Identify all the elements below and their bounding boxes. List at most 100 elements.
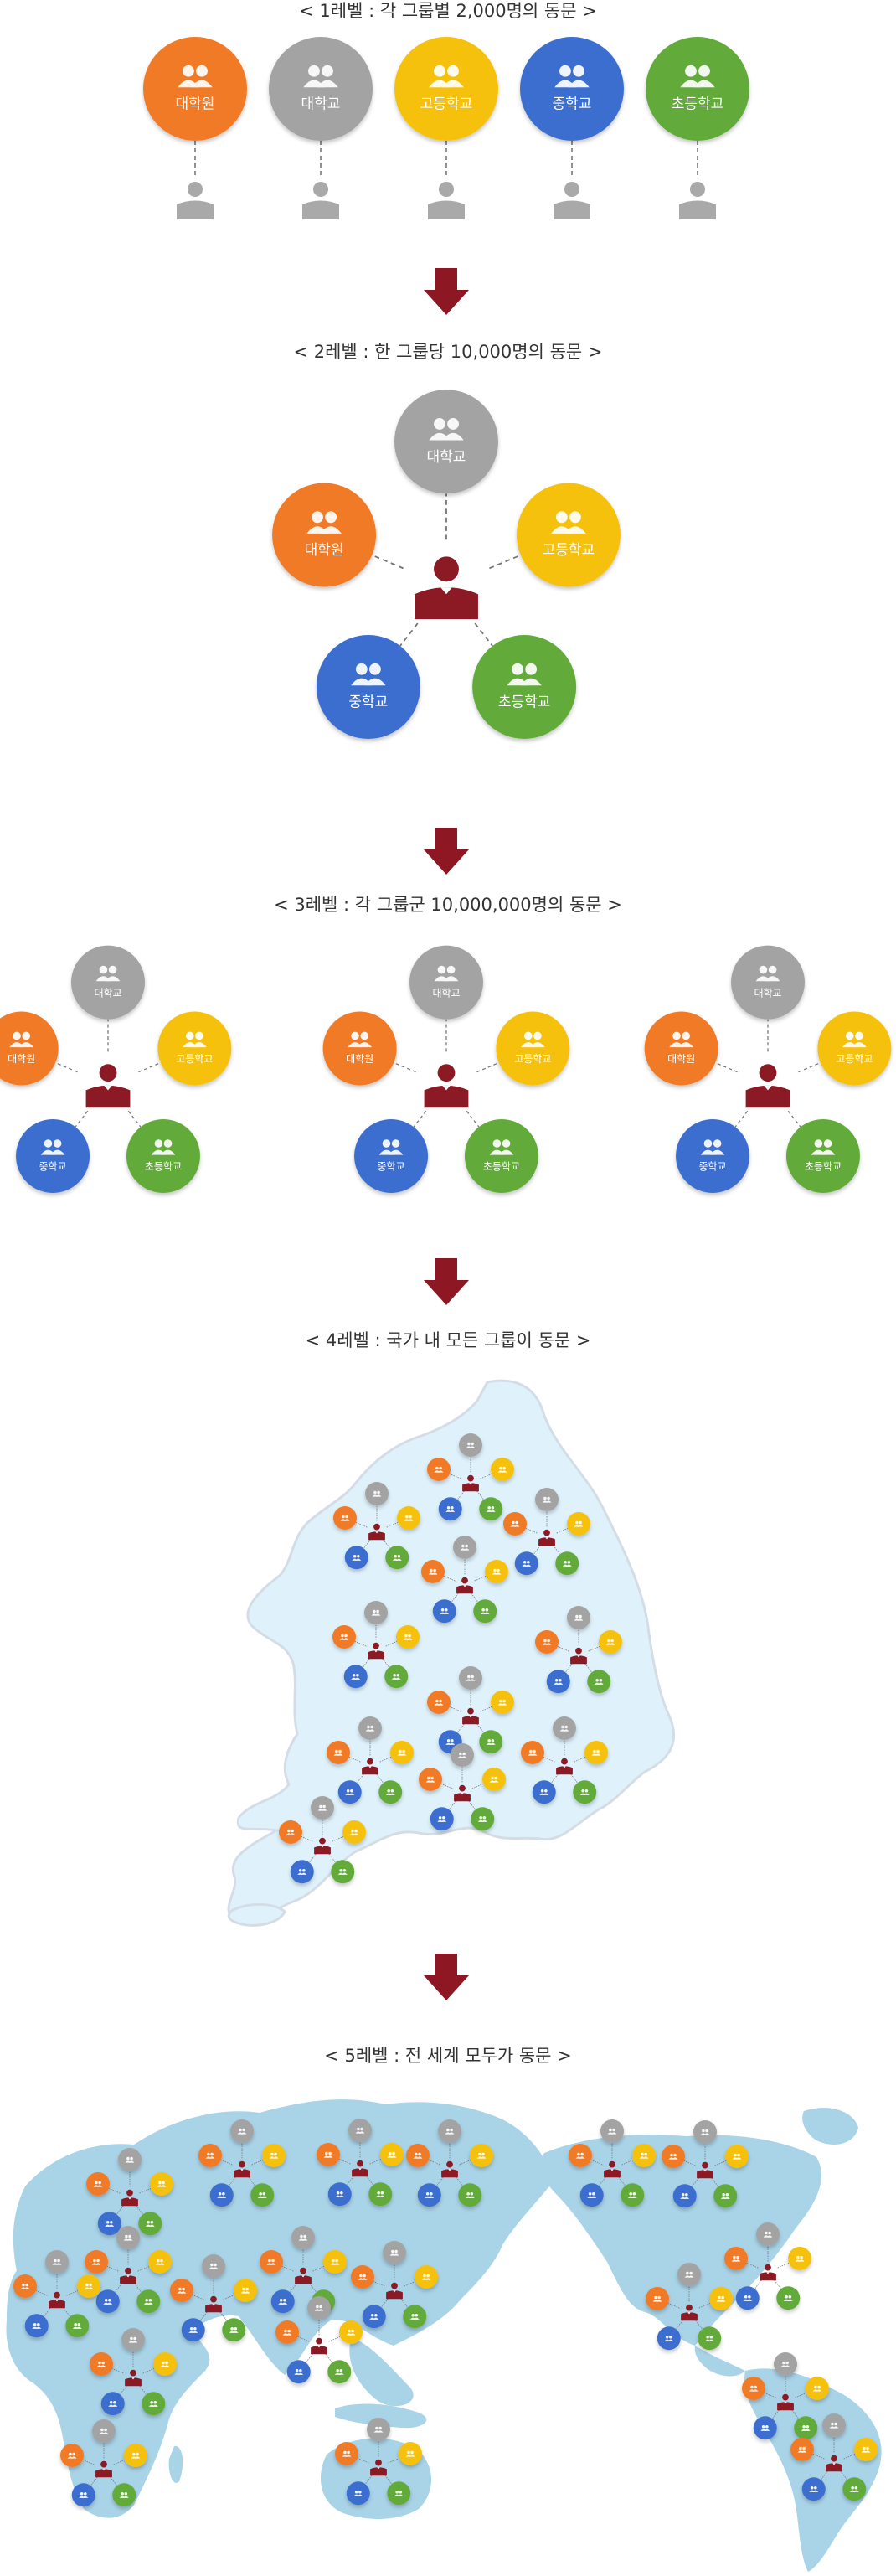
world-cluster-12 [646, 2263, 733, 2351]
world-cluster-3 [317, 2119, 404, 2207]
down-arrow-icon [424, 268, 469, 315]
people-icon [780, 2361, 790, 2367]
group-circle-elem [458, 2183, 482, 2207]
connector-line [556, 1528, 569, 1534]
connector-line [120, 2385, 127, 2395]
group-circle-univ: 대학교 [71, 945, 145, 1020]
connector-line [139, 2385, 147, 2395]
people-icon [282, 2329, 292, 2336]
people-icon [440, 1608, 450, 1614]
connector-line [75, 1110, 89, 1128]
korea-cluster-7 [427, 1666, 514, 1754]
group-circle-middle: 중학교 [316, 635, 420, 739]
people-icon [348, 1031, 373, 1048]
group-label-elem: 초등학교 [498, 694, 551, 711]
people-icon [668, 2153, 678, 2160]
connector-line [113, 2460, 126, 2465]
connector-line [476, 1061, 500, 1073]
representative-person-icon [295, 2267, 312, 2284]
people-icon [760, 2424, 770, 2431]
connector-line [588, 1646, 600, 1652]
people-icon [510, 1520, 520, 1527]
group-circle-middle [657, 2326, 681, 2351]
connector-line [251, 2160, 264, 2166]
connector-line [365, 2475, 373, 2485]
connector-line [683, 2160, 696, 2166]
group-circle-grad [327, 1741, 350, 1764]
people-icon [594, 1678, 604, 1685]
connector-line [134, 2283, 142, 2293]
people-icon [731, 2255, 741, 2262]
people-icon [40, 1139, 65, 1155]
group-circle-grad [86, 2172, 110, 2196]
connector-line [192, 2295, 204, 2300]
representative-person-icon [697, 2161, 713, 2179]
connector-line [200, 2311, 208, 2321]
group-circle-univ [202, 2254, 225, 2278]
people-icon [486, 1505, 496, 1512]
connector-line [695, 2320, 703, 2330]
connector-line [474, 1576, 487, 1582]
representative-person-icon [556, 1758, 573, 1775]
connector-line [436, 2176, 444, 2186]
people-icon [413, 2152, 423, 2159]
connector-line [110, 2476, 117, 2486]
people-icon [680, 65, 715, 88]
group-label-high: 고등학교 [176, 1053, 213, 1065]
people-icon [20, 2283, 30, 2289]
group-circle-univ [365, 1482, 389, 1505]
people-icon [445, 2128, 455, 2135]
group-circle-high [234, 2279, 257, 2302]
people-icon [286, 1829, 296, 1835]
people-icon [466, 1675, 476, 1681]
world-cluster-11 [13, 2250, 100, 2338]
people-icon [669, 1031, 694, 1048]
representative-person-icon [386, 2282, 403, 2300]
group-circle-middle [579, 2183, 604, 2207]
group-circle-elem [479, 1730, 503, 1754]
greenland [802, 2108, 858, 2145]
people-icon [349, 1829, 359, 1835]
connector-line [338, 2159, 351, 2165]
connector-line [328, 1853, 336, 1863]
connector-line [764, 2393, 776, 2398]
group-circle-univ: 대학교 [394, 390, 498, 494]
group-circle-grad [427, 1691, 451, 1714]
group-circle-grad [662, 2145, 685, 2168]
connector-line [142, 2368, 155, 2374]
people-icon [809, 2486, 819, 2492]
people-icon [489, 1776, 499, 1783]
connector-line [777, 2263, 790, 2269]
group-circle-grad [13, 2274, 37, 2298]
connector-line [111, 2368, 124, 2374]
group-circle-grad: 대학원 [143, 37, 247, 141]
connector-line [618, 2176, 626, 2186]
group-circle-grad [275, 2320, 299, 2344]
people-icon [148, 2400, 158, 2407]
world-cluster-7 [85, 2226, 172, 2314]
group-circle-high [262, 2144, 286, 2167]
group-circle-middle: 중학교 [676, 1119, 750, 1193]
people-icon [342, 2450, 352, 2457]
korea-cluster-4 [421, 1536, 508, 1624]
connector-line [297, 2336, 310, 2342]
group-circle-middle [71, 2483, 95, 2507]
people-icon [664, 2335, 674, 2341]
group-circle-high [599, 1630, 622, 1654]
group-label-middle: 중학교 [348, 694, 388, 711]
group-circle-elem [698, 2326, 722, 2351]
group-circle-middle: 중학교 [354, 1119, 429, 1193]
people-icon [489, 1139, 514, 1155]
people-icon [72, 2322, 82, 2329]
people-icon [574, 1520, 584, 1527]
connector-line [533, 1545, 541, 1555]
people-icon [639, 2152, 649, 2159]
representative-person-icon [604, 2160, 621, 2178]
group-circle-univ [311, 1796, 334, 1820]
group-circle-high [491, 1458, 514, 1481]
people-icon [497, 1699, 507, 1706]
group-circle-grad [569, 2144, 592, 2167]
connector-line [565, 1663, 573, 1673]
connector-line [116, 2205, 124, 2215]
